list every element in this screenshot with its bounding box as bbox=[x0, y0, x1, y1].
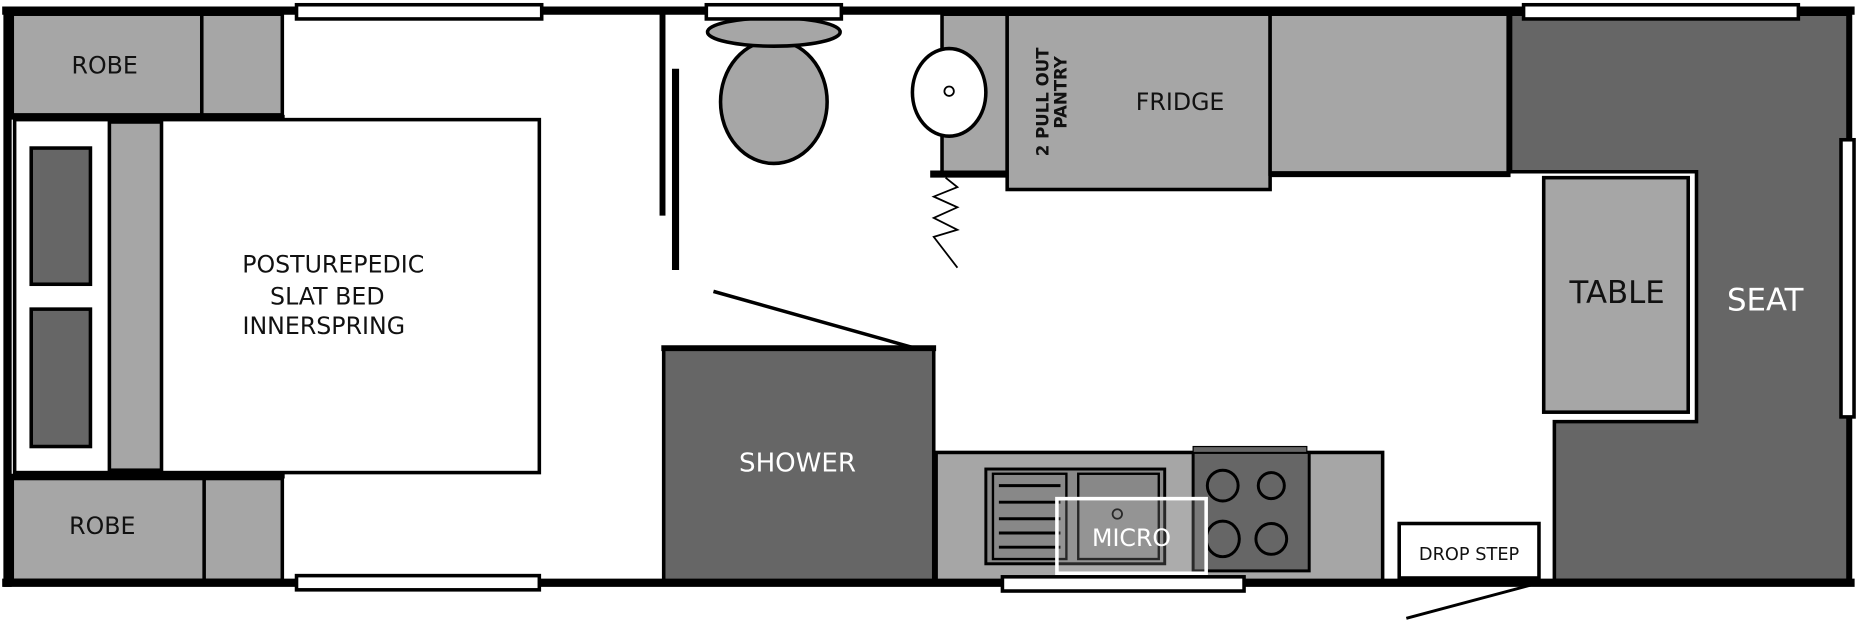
svg-text:PANTRY: PANTRY bbox=[1051, 55, 1070, 129]
micro-label: MICRO bbox=[1092, 524, 1171, 552]
bed-label-line1: POSTUREPEDIC bbox=[242, 250, 424, 278]
bed-label-line3: INNERSPRING bbox=[242, 312, 405, 340]
shower-label: SHOWER bbox=[739, 448, 856, 478]
shower bbox=[661, 346, 936, 584]
window-top-lounge bbox=[1521, 2, 1801, 21]
toilet bbox=[705, 15, 842, 166]
bedside-left-bottom bbox=[29, 307, 93, 449]
shower-door-swing bbox=[712, 289, 921, 352]
table bbox=[1541, 175, 1690, 414]
microwave bbox=[1055, 496, 1208, 576]
robe-top: ROBE bbox=[10, 12, 285, 117]
pantry-label: 2 PULL OUT PANTRY bbox=[1034, 47, 1071, 156]
basin bbox=[910, 46, 988, 138]
cooktop bbox=[1191, 445, 1311, 573]
table-label: TABLE bbox=[1569, 275, 1665, 311]
bed: POSTUREPEDIC SLAT BED INNERSPRING bbox=[12, 117, 542, 475]
window-rear bbox=[1839, 137, 1856, 419]
robe-bottom: ROBE bbox=[10, 476, 285, 583]
svg-text:2 PULL OUT: 2 PULL OUT bbox=[1034, 47, 1053, 156]
window-bottom-bedroom bbox=[294, 573, 542, 592]
overhead-cabinet bbox=[1268, 12, 1510, 176]
fridge-label: FRIDGE bbox=[1136, 88, 1225, 116]
robe-top-label: ROBE bbox=[72, 51, 138, 79]
entry-door-swing bbox=[1405, 583, 1532, 620]
kitchen-bench: MICRO bbox=[934, 445, 1385, 585]
bedside-left-top bbox=[29, 146, 93, 287]
drop-step bbox=[1397, 521, 1541, 580]
concertina-door bbox=[931, 176, 960, 269]
drop-step-label: DROP STEP bbox=[1419, 545, 1520, 565]
bed-label-line2: SLAT BED bbox=[270, 282, 385, 310]
seat-label: SEAT bbox=[1727, 282, 1804, 318]
window-top-bedroom bbox=[294, 2, 544, 21]
robe-bottom-label: ROBE bbox=[69, 512, 135, 540]
sink bbox=[984, 467, 1167, 566]
headboard bbox=[107, 120, 164, 472]
window-top-bathroom bbox=[704, 2, 844, 21]
fridge bbox=[1005, 12, 1272, 192]
window-bottom-kitchen bbox=[1000, 575, 1246, 593]
